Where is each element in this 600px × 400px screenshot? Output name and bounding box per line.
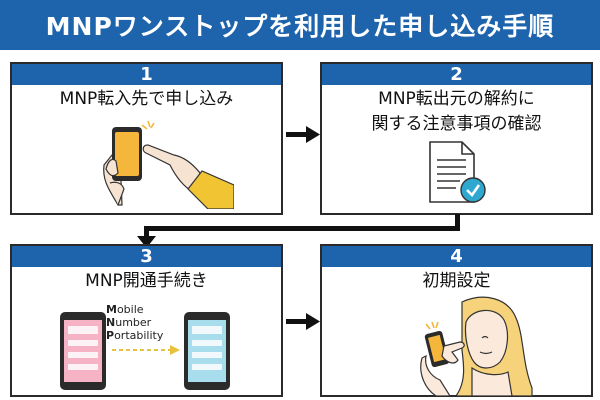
step-2-title-line1: MNP転出元の解約に: [378, 89, 535, 109]
arrow-right-icon: [286, 126, 320, 143]
step-2-title-line2: 関する注意事項の確認: [371, 114, 542, 134]
mnp-word-portability: ortability: [114, 329, 164, 342]
step-4-title: 初期設定: [422, 271, 491, 291]
arrow-right-icon: [286, 313, 320, 330]
mnp-expansion: Mobile Number Portability: [106, 303, 163, 342]
step-3-panel: 3 MNP開通手続き Mobile Number Portability: [10, 244, 283, 397]
step-2-title: MNP転出元の解約に 関する注意事項の確認: [322, 87, 591, 137]
step-4-panel: 4 初期設定: [320, 244, 593, 397]
step-4-number: 4: [322, 246, 591, 267]
woman-phone-icon: [420, 296, 533, 396]
hand-touch-phone-icon: [103, 120, 234, 209]
step-1-number: 1: [12, 64, 281, 85]
phone-transfer-icon: [60, 312, 230, 390]
mnp-word-mobile: obile: [116, 303, 144, 316]
mnp-word-number: umber: [115, 316, 152, 329]
step-3-title: MNP開通手続き: [85, 271, 208, 291]
step-3-number: 3: [12, 246, 281, 267]
mnp-initial-n: N: [106, 316, 116, 329]
document-check-icon: [429, 141, 486, 203]
step-1-panel: 1 MNP転入先で申し込み: [10, 62, 283, 215]
page-title: MNPワンストップを利用した申し込み手順: [0, 0, 600, 50]
step-1-title: MNP転入先で申し込み: [59, 89, 234, 109]
step-2-panel: 2 MNP転出元の解約に 関する注意事項の確認: [320, 62, 593, 215]
step-2-number: 2: [322, 64, 591, 85]
mnp-initial-p: P: [106, 329, 115, 342]
mnp-initial-m: M: [106, 303, 117, 316]
arrow-down-left-icon: [137, 214, 460, 248]
